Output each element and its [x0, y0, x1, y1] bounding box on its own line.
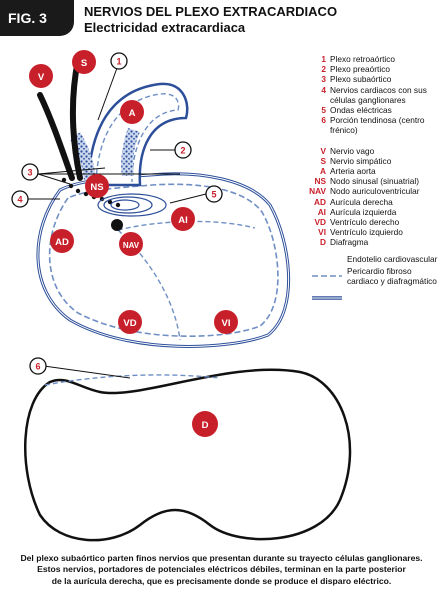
label-NAV-text: NAV — [123, 241, 140, 250]
sympathetic-nerve — [69, 57, 83, 181]
pericardium-outline — [36, 172, 291, 348]
label-NS: NS — [85, 174, 109, 198]
legend-item: Pericardio fibroso cardiaco y diafragmát… — [347, 265, 437, 287]
caption-line: de la aurícula derecha, que es precisame… — [51, 575, 392, 586]
label-D: D — [192, 411, 218, 437]
callout-1: 1 — [110, 52, 128, 70]
label-AI-text: AI — [178, 215, 188, 226]
label-VI: VI — [214, 310, 238, 334]
callout-2-text: 2 — [180, 146, 185, 156]
label-AD-text: AD — [55, 237, 69, 248]
caption-line: Estos nervios, portadores de potenciales… — [37, 564, 406, 575]
page-title: NERVIOS DEL PLEXO EXTRACARDIACO — [84, 4, 338, 19]
callout-3: 3 — [21, 163, 39, 181]
label-VI-text: VI — [222, 318, 231, 329]
label-VD-text: VD — [123, 318, 136, 329]
label-A: A — [120, 100, 144, 124]
av-node-dot — [111, 219, 123, 231]
endothelium-outline — [48, 183, 279, 338]
callout-5-text: 5 — [211, 190, 216, 200]
label-AD: AD — [50, 229, 74, 253]
callout-2: 2 — [174, 141, 192, 159]
label-A-text: A — [129, 108, 136, 119]
electric-waves — [97, 193, 167, 217]
label-D-text: D — [202, 420, 209, 431]
label-VD: VD — [118, 310, 142, 334]
callout-5: 5 — [205, 185, 223, 203]
page-subtitle: Electricidad extracardiaca — [84, 20, 246, 35]
vagus-nerve — [37, 92, 75, 181]
callout-4: 4 — [11, 190, 29, 208]
diaphragm — [24, 368, 352, 542]
callout-1-text: 1 — [116, 57, 121, 67]
label-S: S — [72, 50, 96, 74]
label-S-text: S — [81, 58, 87, 69]
caption: Del plexo subaórtico parten finos nervio… — [10, 553, 433, 587]
label-V-text: V — [38, 72, 45, 83]
callout-4-text: 4 — [17, 195, 22, 205]
label-V: V — [29, 64, 53, 88]
label-NAV: NAV — [119, 232, 143, 256]
callout-3-text: 3 — [27, 168, 32, 178]
figure-badge: FIG. 3 — [0, 0, 74, 36]
label-NS-text: NS — [90, 182, 103, 193]
caption-line: Del plexo subaórtico parten finos nervio… — [20, 553, 423, 563]
label-AI: AI — [171, 207, 195, 231]
callout-6-text: 6 — [35, 362, 40, 372]
preaortic-plexus — [121, 128, 140, 176]
callout-6: 6 — [29, 357, 47, 375]
legend-item: Endotelio cardiovascular — [347, 253, 438, 264]
